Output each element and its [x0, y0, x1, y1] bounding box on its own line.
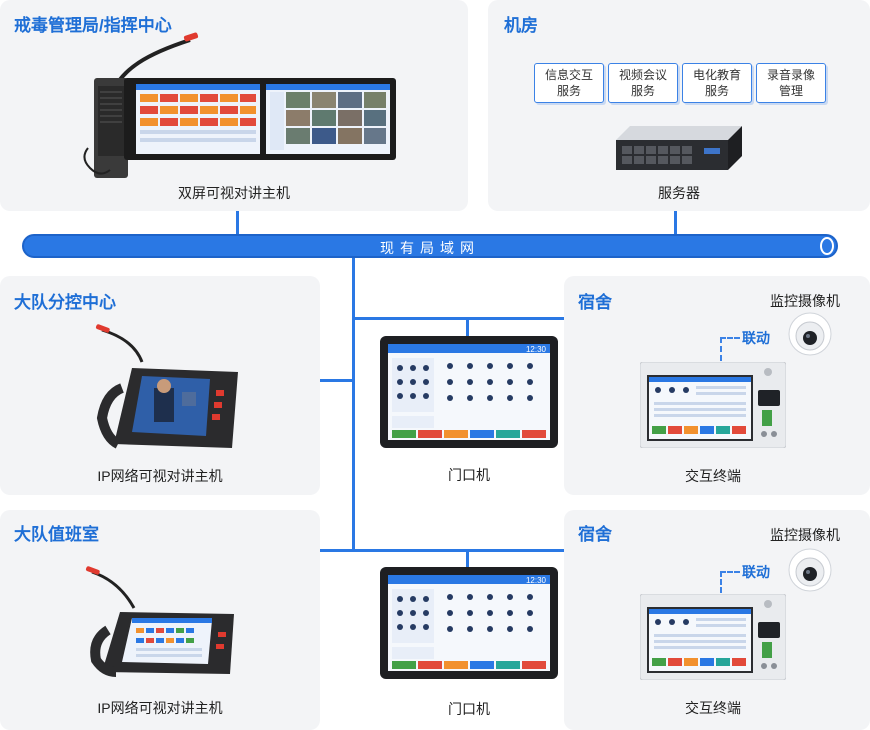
- camera-label: 监控摄像机: [770, 293, 840, 309]
- device-caption: IP网络可视对讲主机: [97, 700, 223, 716]
- dome-camera-icon: [788, 312, 832, 356]
- branch-line-mid-left: [318, 379, 355, 382]
- device-caption: 交互终端: [685, 700, 741, 716]
- panel-brigade-control-center: 大队分控中心 IP网络可视对讲主机: [0, 276, 320, 495]
- dual-screen-host-image: [83, 32, 396, 178]
- dome-camera-icon: [788, 548, 832, 592]
- trunk-line: [352, 256, 355, 552]
- panel-dormitory-lower: 宿舍 监控摄像机 联动 交互终端: [564, 510, 870, 730]
- interactive-terminal-image: [640, 594, 786, 680]
- panel-title: 大队值班室: [14, 525, 99, 544]
- service-e-education: 电化教育服务: [682, 63, 752, 103]
- door-unit-lower-image: 12:30: [380, 567, 558, 679]
- device-caption: 服务器: [658, 185, 700, 201]
- branch-line-bottom-right: [352, 549, 566, 552]
- ip-video-intercom-host-image: [95, 324, 238, 449]
- device-caption: 交互终端: [685, 468, 741, 484]
- interactive-terminal-image: [640, 362, 786, 448]
- door-lower-clock: 12:30: [526, 576, 547, 585]
- branch-line-mid-right: [352, 317, 566, 320]
- panel-title: 机房: [504, 16, 538, 35]
- lan-bus: 现有局域网: [22, 234, 838, 258]
- panel-dormitory-upper: 宿舍 监控摄像机 联动 交互终端: [564, 276, 870, 495]
- device-caption: IP网络可视对讲主机: [97, 468, 223, 484]
- service-info-exchange: 信息交互服务: [534, 63, 604, 103]
- branch-line-bottom-left: [318, 549, 355, 552]
- camera-label: 监控摄像机: [770, 527, 840, 543]
- server-image: [616, 126, 742, 170]
- link-top-right: [674, 210, 677, 236]
- panel-title: 宿舍: [578, 525, 612, 544]
- service-recording-management: 录音录像管理: [756, 63, 826, 103]
- link-upper-door: [466, 317, 469, 339]
- door-upper-clock: 12:30: [526, 345, 547, 354]
- panel-title: 大队分控中心: [14, 293, 116, 312]
- device-caption: 双屏可视对讲主机: [178, 185, 290, 201]
- ip-video-intercom-host-image: [85, 566, 234, 677]
- door-unit-upper-image: 12:30: [380, 336, 558, 448]
- link-top-left: [236, 210, 239, 236]
- panel-command-center: 戒毒管理局/指挥中心: [0, 0, 468, 211]
- door-unit-upper-caption: 门口机: [448, 467, 490, 483]
- panel-brigade-duty-room: 大队值班室 IP网络可视对讲主机: [0, 510, 320, 730]
- linkage-dashed-line: [720, 571, 740, 573]
- linkage-dashed-line: [720, 337, 740, 339]
- door-unit-lower-caption: 门口机: [448, 701, 490, 717]
- lan-bus-end-cap: [820, 237, 834, 255]
- linkage-dashed-line: [720, 337, 722, 361]
- lan-label: 现有局域网: [380, 240, 480, 256]
- panel-title: 戒毒管理局/指挥中心: [14, 16, 172, 35]
- panel-server-room: 机房 信息交互服务 视频会议服务 电化教育服务 录音录像管理 服务器: [488, 0, 870, 211]
- linkage-label: 联动: [742, 564, 770, 580]
- service-video-conference: 视频会议服务: [608, 63, 678, 103]
- linkage-dashed-line: [720, 571, 722, 593]
- linkage-label: 联动: [742, 330, 770, 346]
- panel-title: 宿舍: [578, 293, 612, 312]
- link-lower-door: [466, 549, 469, 571]
